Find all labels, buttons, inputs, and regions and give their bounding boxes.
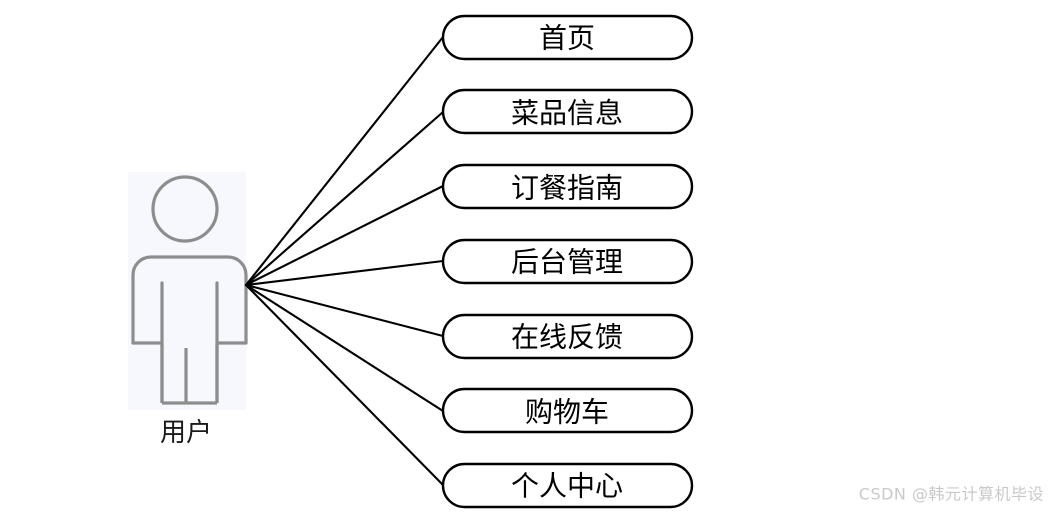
- actor-label: 用户: [160, 418, 212, 448]
- use-case-shape[interactable]: [441, 462, 694, 509]
- use-case-label: 个人中心: [511, 470, 623, 503]
- use-case-shape[interactable]: [441, 163, 694, 210]
- use-case-personal-center[interactable]: 个人中心: [441, 462, 694, 509]
- watermark-text: CSDN @韩元计算机毕设: [859, 485, 1044, 504]
- actor-person-icon: [131, 175, 248, 405]
- use-case-label: 订餐指南: [511, 172, 623, 205]
- use-case-shopping-cart[interactable]: 购物车: [441, 387, 694, 434]
- use-case-shape[interactable]: [441, 238, 694, 285]
- association-line-6: [244, 283, 445, 413]
- use-case-dish-info[interactable]: 菜品信息: [441, 88, 694, 135]
- use-case-label: 购物车: [525, 396, 609, 429]
- association-lines: [244, 35, 445, 487]
- association-line-1: [244, 35, 445, 287]
- association-line-4: [244, 259, 445, 287]
- association-line-3: [244, 184, 445, 287]
- use-case-label: 菜品信息: [511, 97, 623, 130]
- actor-head-icon: [151, 175, 219, 243]
- use-case-label: 后台管理: [511, 246, 623, 279]
- association-line-5: [244, 283, 445, 338]
- use-case-label: 在线反馈: [511, 321, 623, 354]
- use-case-order-guide[interactable]: 订餐指南: [441, 163, 694, 210]
- use-case-shape[interactable]: [441, 313, 694, 360]
- use-case-shape[interactable]: [441, 88, 694, 135]
- use-case-home[interactable]: 首页: [441, 14, 694, 61]
- use-case-label: 首页: [539, 22, 595, 55]
- use-case-backend-management[interactable]: 后台管理: [441, 238, 694, 285]
- use-case-shape[interactable]: [441, 14, 694, 61]
- association-line-7: [244, 283, 445, 487]
- use-case-online-feedback[interactable]: 在线反馈: [441, 313, 694, 360]
- actor-legs-icon: [160, 343, 219, 405]
- association-line-2: [244, 110, 445, 287]
- use-case-shape[interactable]: [441, 387, 694, 434]
